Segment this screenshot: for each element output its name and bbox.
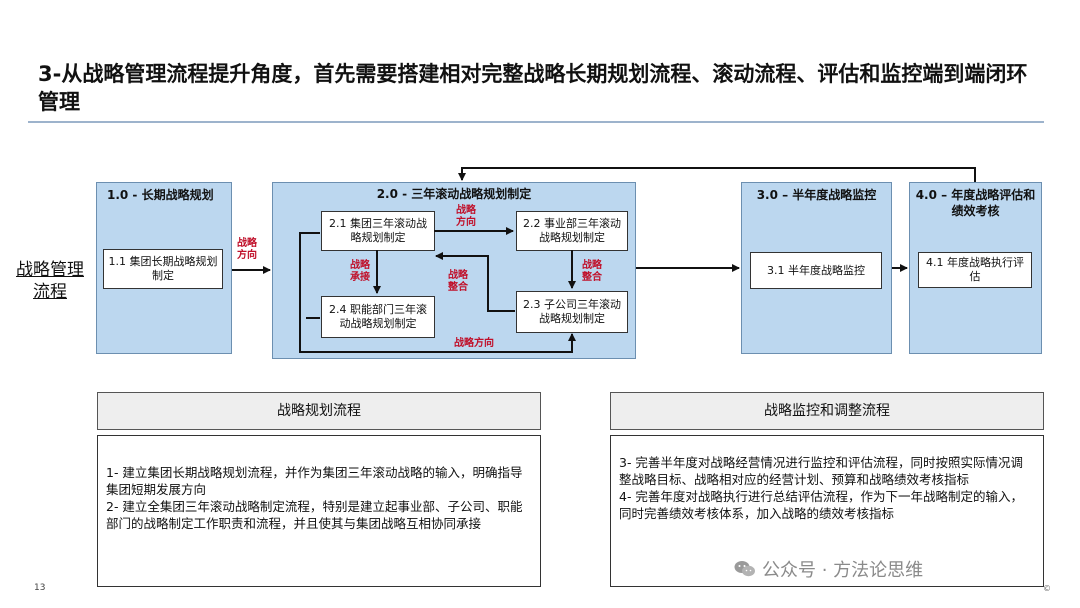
stage-1-long-term-planning: 1.0 - 长期战略规划 1.1 集团长期战略规划制定 — [96, 182, 232, 354]
stage-4-annual-evaluation: 4.0 – 年度战略评估和绩效考核 4.1 年度战略执行评估 — [909, 182, 1042, 354]
label-strategy-direction-1: 战略方向 — [237, 238, 257, 261]
panel-heading-strategy-planning: 战略规划流程 — [97, 392, 541, 430]
page-title: 3-从战略管理流程提升角度，首先需要搭建相对完整战略长期规划流程、滚动流程、评估… — [38, 62, 1028, 114]
label-strategy-direction-2: 战略方向 — [456, 205, 476, 228]
stage-2-title: 2.0 - 三年滚动战略规划制定 — [376, 187, 532, 201]
panel-heading-strategy-monitoring: 战略监控和调整流程 — [610, 392, 1044, 430]
box-1-1-group-long-term-plan: 1.1 集团长期战略规划制定 — [103, 249, 223, 289]
monitoring-item-4: 4- 完善年度对战略执行进行总结评估流程，作为下一年战略制定的输入，同时完善绩效… — [619, 489, 1023, 521]
stage-3-title: 3.0 – 半年度战略监控 — [756, 188, 877, 202]
panel-body-strategy-planning: 1- 建立集团长期战略规划流程，并作为集团三年滚动战略的输入，明确指导集团短期发… — [97, 435, 541, 587]
label-strategy-integrate-2: 战略整合 — [582, 260, 602, 283]
box-4-1-annual-evaluation: 4.1 年度战略执行评估 — [918, 252, 1032, 288]
box-2-4-function-rolling-plan: 2.4 职能部门三年滚动战略规划制定 — [321, 296, 435, 338]
label-strategy-integrate-1: 战略整合 — [448, 270, 468, 293]
label-strategy-direction-3: 战略方向 — [454, 338, 494, 349]
planning-item-1: 1- 建立集团长期战略规划流程，并作为集团三年滚动战略的输入，明确指导集团短期发… — [106, 465, 523, 497]
wechat-icon — [734, 561, 755, 577]
title-divider — [28, 121, 1044, 123]
stage-3-half-year-monitoring: 3.0 – 半年度战略监控 3.1 半年度战略监控 — [741, 182, 892, 354]
process-side-label: 战略管理流程 — [16, 260, 84, 302]
box-2-1-group-rolling-plan: 2.1 集团三年滚动战略规划制定 — [321, 211, 435, 251]
box-2-3-subsidiary-rolling-plan: 2.3 子公司三年滚动战略规划制定 — [516, 291, 628, 333]
copyright-mark: © — [1043, 584, 1051, 593]
watermark-text: 公众号 · 方法论思维 — [762, 560, 924, 581]
watermark: 公众号 · 方法论思维 — [734, 556, 923, 582]
box-3-1-half-year-monitoring: 3.1 半年度战略监控 — [750, 252, 882, 289]
panel-body-strategy-monitoring: 3- 完善半年度对战略经营情况进行监控和评估流程，同时按照实际情况调整战略目标、… — [610, 435, 1044, 587]
planning-item-2: 2- 建立全集团三年滚动战略制定流程，特别是建立起事业部、子公司、职能部门的战略… — [106, 499, 523, 531]
page-number: 13 — [34, 583, 46, 593]
label-strategy-inherit: 战略承接 — [350, 260, 370, 283]
box-2-2-division-rolling-plan: 2.2 事业部三年滚动战略规划制定 — [516, 211, 628, 251]
monitoring-item-3: 3- 完善半年度对战略经营情况进行监控和评估流程，同时按照实际情况调整战略目标、… — [619, 455, 1023, 487]
stage-4-title: 4.0 – 年度战略评估和绩效考核 — [915, 188, 1036, 218]
stage-1-title: 1.0 - 长期战略规划 — [107, 188, 214, 202]
